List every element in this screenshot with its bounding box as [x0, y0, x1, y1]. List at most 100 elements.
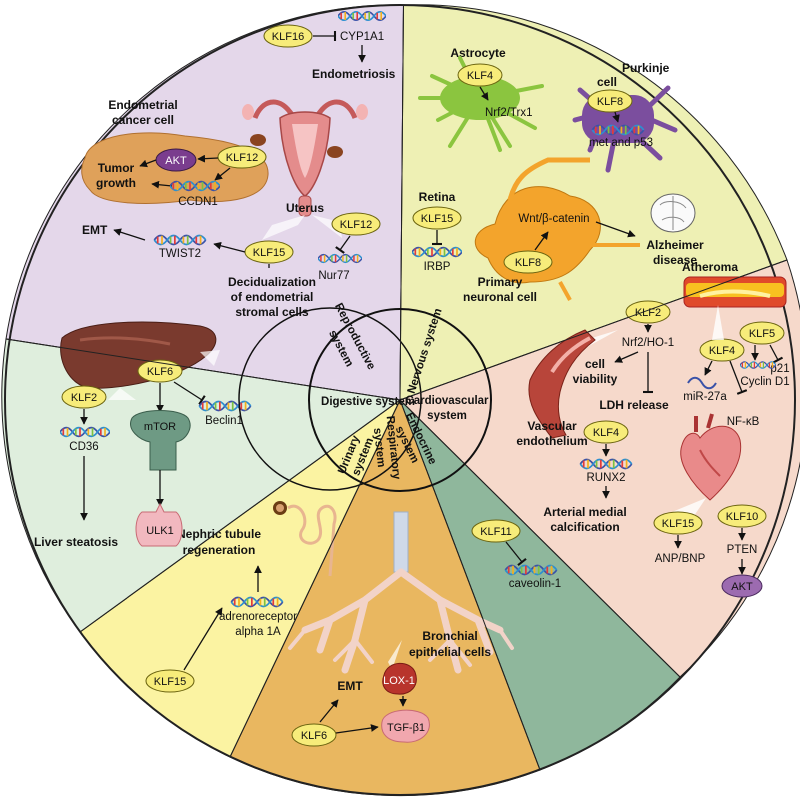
klf2-oval-digest: KLF2 [71, 392, 97, 404]
klf4-oval-cardio: KLF4 [709, 345, 735, 357]
urinary-panel: Nephric tubule regeneration adrenorecept… [145, 501, 337, 693]
twist2-label: TWIST2 [159, 248, 201, 260]
klf-oval-shape [739, 321, 785, 345]
heart-illustration [680, 413, 742, 501]
decid-3: stromal cells [235, 305, 309, 319]
decid-1: Decidualization [228, 275, 316, 289]
beclin1-label: Beclin1 [205, 415, 243, 427]
nephron-illustration [273, 501, 337, 577]
klf5-oval: KLF5 [749, 328, 775, 340]
cyclind1-label: Cyclin D1 [740, 376, 789, 388]
sys-respiratory-2: system [371, 427, 387, 468]
klf4-oval-astro: KLF4 [467, 70, 493, 82]
purkinje-label-1: Purkinje [622, 61, 670, 75]
sys-digestive: Digestive system [321, 396, 415, 408]
uterus-label: Uterus [286, 201, 324, 215]
klf-oval-shape [61, 385, 107, 409]
akt-oval: AKT [165, 155, 187, 167]
ulk1-shape [135, 502, 183, 547]
atheroma-vessel [683, 276, 787, 308]
caveolin-label: caveolin-1 [509, 578, 561, 590]
tgf-cell [381, 709, 430, 743]
adreno-1: adrenoreceptor [219, 611, 297, 623]
emt-label-resp: EMT [337, 679, 363, 693]
ulk1-label: ULK1 [146, 525, 174, 537]
outer-border [4, 4, 796, 796]
akt-oval-cardio: AKT [731, 581, 753, 593]
nfkb-label: NF-κB [727, 416, 760, 428]
decid-2: of endometrial [231, 290, 314, 304]
cyp1a1-label: CYP1A1 [340, 31, 384, 43]
brain-icon [650, 193, 696, 233]
klf-oval-shape [471, 519, 521, 543]
cancer-cell-label-2: cancer cell [112, 113, 174, 127]
lungs-illustration [288, 511, 514, 674]
retina-label: Retina [419, 190, 456, 204]
klf12-oval-b: KLF12 [340, 219, 372, 231]
klf15-oval-retina: KLF15 [421, 213, 453, 225]
tgf-label: TGF-β1 [387, 722, 425, 734]
ldh-label: LDH release [599, 398, 669, 412]
klf11-oval: KLF11 [480, 526, 512, 538]
adreno-2: alpha 1A [235, 626, 281, 638]
alzheimer-2: disease [653, 253, 697, 267]
endothelium-2: endothelium [516, 434, 587, 448]
klf-oval-shape [263, 24, 313, 48]
pten-label: PTEN [727, 544, 758, 556]
klf-oval-shape [583, 420, 629, 444]
uterus-illustration [242, 99, 368, 217]
nur77-label: Nur77 [318, 270, 349, 282]
atheroma-label: Atheroma [682, 260, 738, 274]
mirna-icon [687, 376, 717, 390]
klf-oval-shape [291, 723, 337, 747]
klf8-oval-purkinje: KLF8 [597, 96, 623, 108]
klf4-oval-vessel: KLF4 [593, 427, 619, 439]
viability-1: cell [585, 357, 605, 371]
astrocyte-label: Astrocyte [450, 46, 506, 60]
digestive-panel: KLF2 CD36 Liver steatosis KLF6 Beclin1 m… [34, 321, 252, 549]
steatosis-label: Liver steatosis [34, 535, 118, 549]
alzheimer-1: Alzheimer [646, 238, 704, 252]
klf-oval-shape [503, 250, 553, 274]
endocrine-panel: KLF11 caveolin-1 [471, 519, 561, 590]
nephric-1: Nephric tubule [177, 527, 261, 541]
anp-bnp-label: ANP/BNP [655, 553, 706, 565]
lox1-cell [382, 662, 417, 695]
neuronal-label-2: neuronal cell [463, 290, 537, 304]
sys-cardio-1: Cardiovascular [405, 395, 489, 407]
mir27a-label: miR-27a [683, 391, 727, 403]
lox1-label: LOX-1 [383, 675, 415, 687]
cardio-panel: Atheroma KLF2 Nrf2/HO-1 cell viability L… [516, 260, 790, 598]
klf-oval-shape [145, 669, 195, 693]
endometriosis-label: Endometriosis [312, 67, 396, 81]
calcification-1: Arterial medial [543, 505, 626, 519]
klf2-oval-cardio: KLF2 [635, 307, 661, 319]
klf-oval-shape [587, 89, 633, 113]
viability-2: viability [573, 372, 618, 386]
endothelium-1: Vascular [527, 419, 577, 433]
irbp-label: IRBP [424, 261, 451, 273]
klf16-oval: KLF16 [272, 31, 304, 43]
cd36-label: CD36 [69, 441, 98, 453]
klf6-oval-resp: KLF6 [301, 730, 327, 742]
nervous-panel: Astrocyte KLF4 Nrf2/Trx1 Purkinje cell K… [412, 46, 704, 304]
bronchial-1: Bronchial [422, 629, 477, 643]
klf-oval-shape [653, 511, 703, 535]
cancer-cell-label-1: Endometrial [108, 98, 177, 112]
klf8-oval-neuron: KLF8 [515, 257, 541, 269]
mtor-label: mTOR [144, 421, 176, 433]
bronchial-2: epithelial cells [409, 645, 491, 659]
respiratory-panel: Bronchial epithelial cells LOX-1 TGF-β1 … [288, 511, 514, 747]
tumor-growth-1: Tumor [98, 161, 135, 175]
p21-label: p21 [770, 363, 789, 375]
ccdn1-label: CCDN1 [178, 196, 218, 208]
klf10-oval: KLF10 [726, 511, 758, 523]
klf-oval-shape [717, 504, 767, 528]
klf-oval-shape [217, 145, 267, 169]
tumor-growth-2: growth [96, 176, 136, 190]
purkinje-label-2: cell [597, 75, 617, 89]
klf15-oval-repro: KLF15 [253, 247, 285, 259]
nephric-2: regeneration [183, 543, 256, 557]
klf15-oval-urinary: KLF15 [154, 676, 186, 688]
